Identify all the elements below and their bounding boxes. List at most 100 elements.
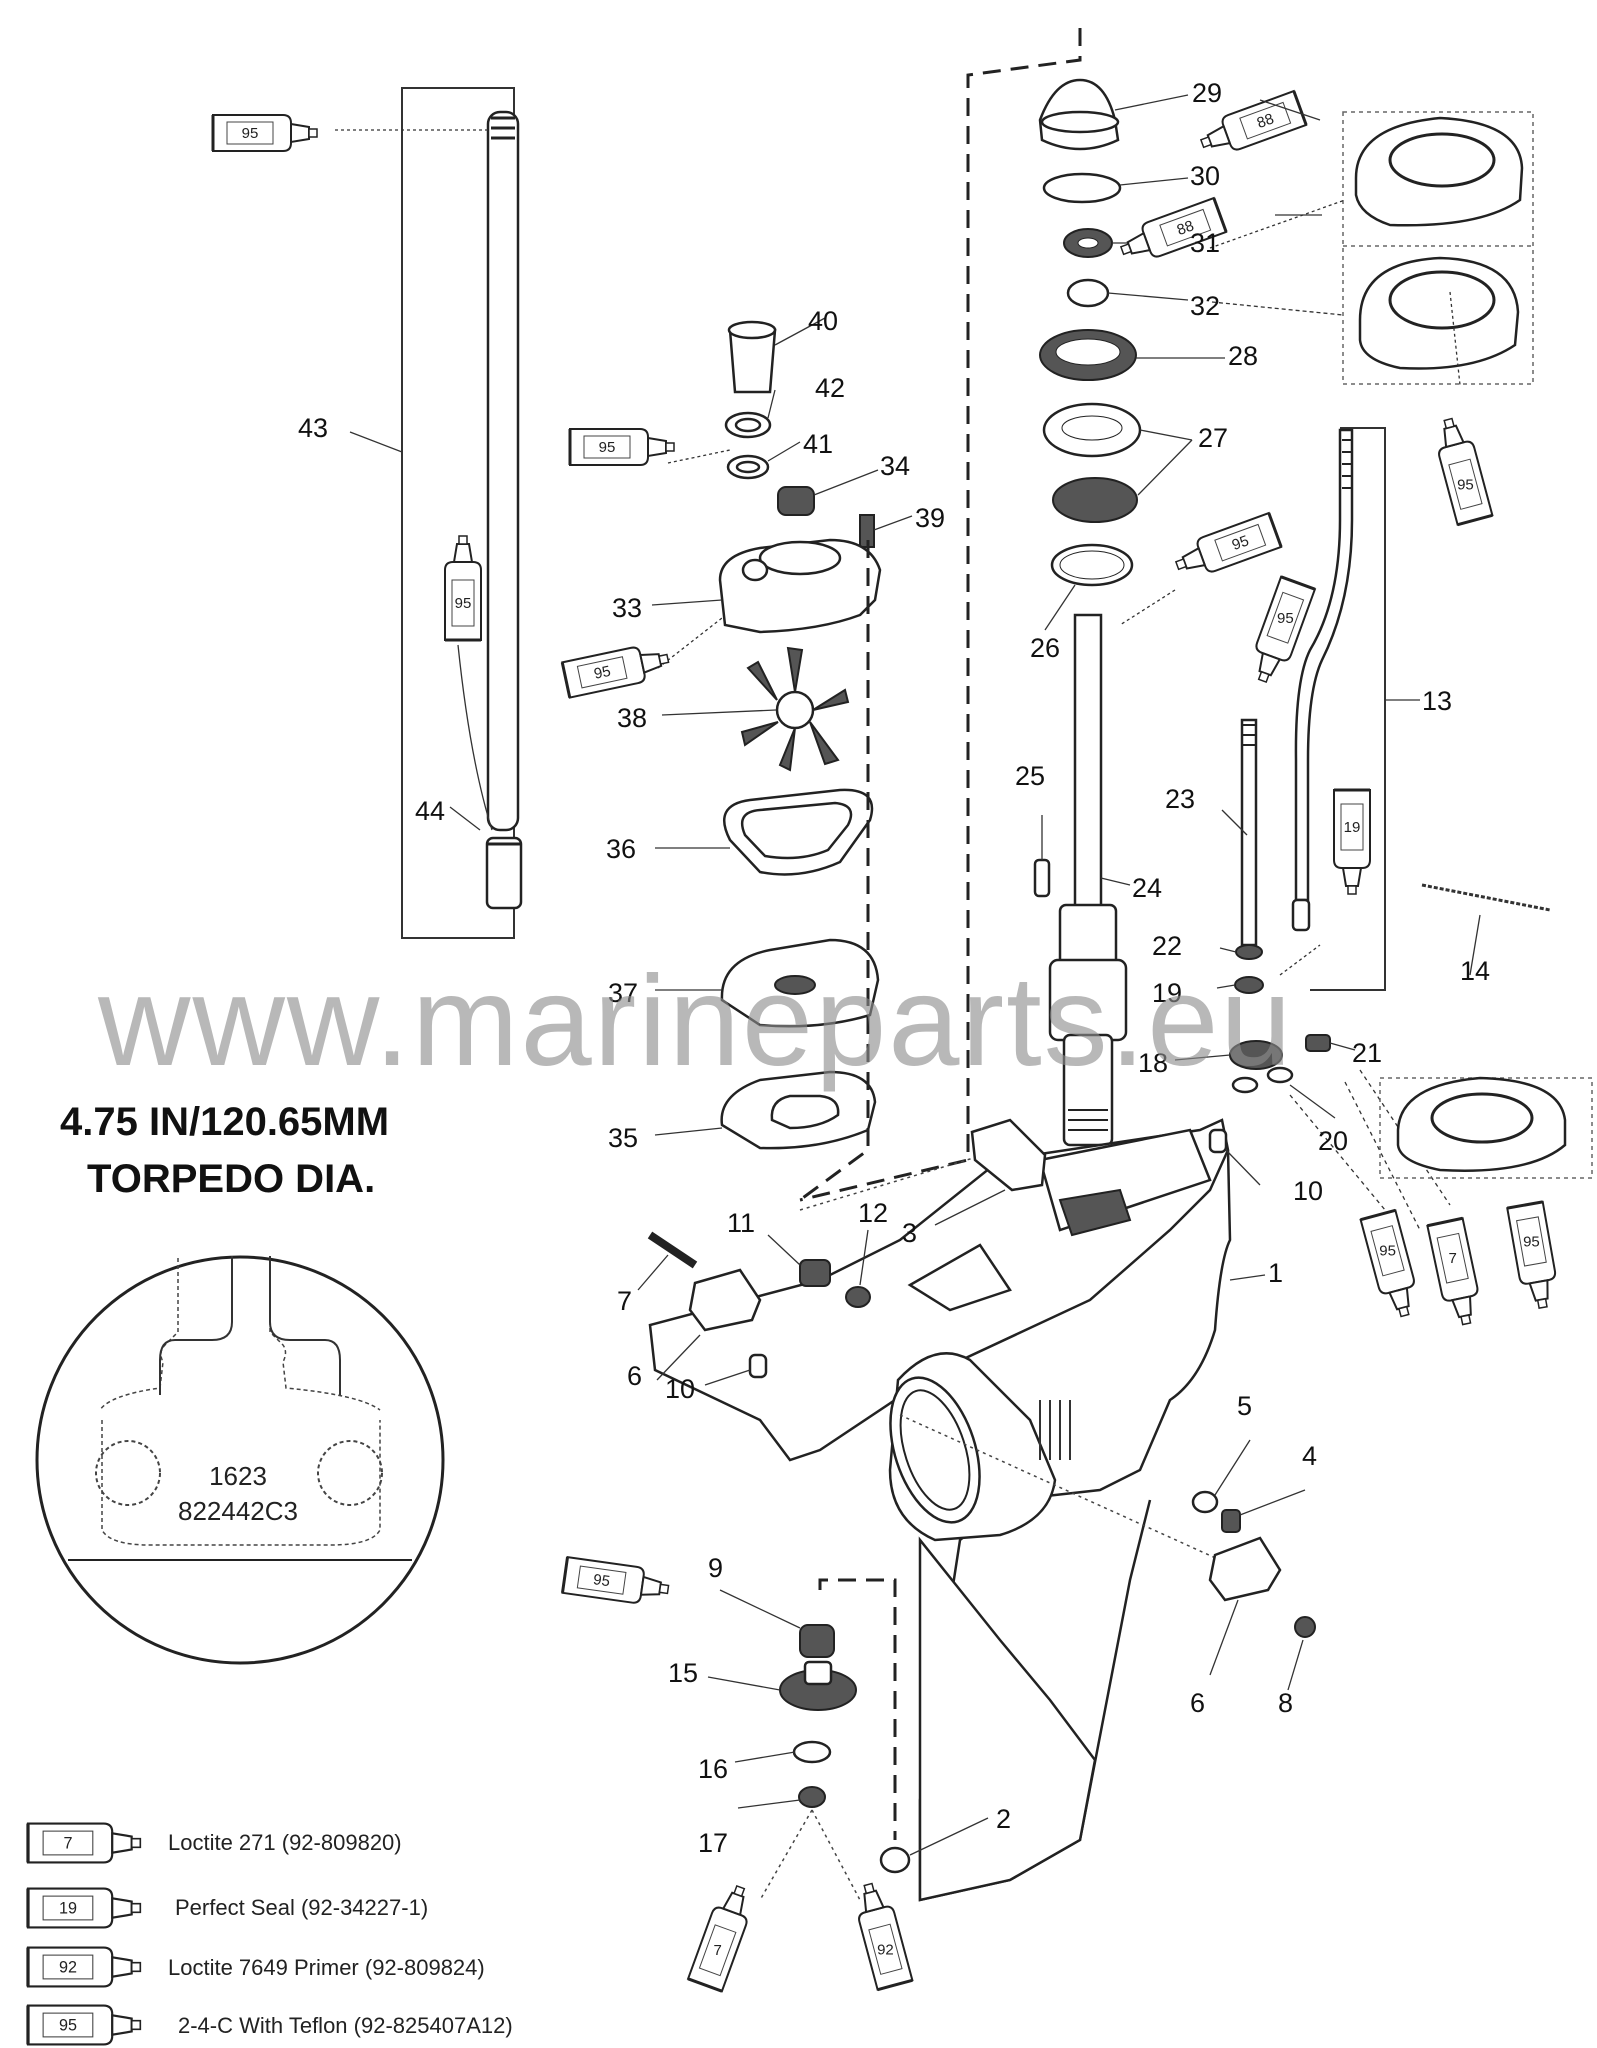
callout-19: 19 (1152, 978, 1182, 1008)
legend-code-19: 19 (59, 1899, 77, 1917)
callout-40: 40 (808, 306, 838, 336)
callout-34: 34 (880, 451, 910, 481)
shift-shaft-group (1174, 427, 1551, 1231)
callout-1: 1 (1268, 1258, 1283, 1288)
part-6-anode-b (1208, 1536, 1282, 1602)
part-7-screw (647, 1231, 698, 1269)
part-24-driveshaft (1073, 613, 1103, 922)
housing-hardware-group (637, 1118, 1316, 1874)
part-8-nut (1294, 1616, 1316, 1638)
legend-row-19: 19 (26, 1886, 142, 1930)
driveshaft-extension-group (335, 87, 523, 939)
tube-92: 92 (849, 1878, 914, 1992)
driveshaft-bearing-group (799, 28, 1225, 1202)
svg-text:88: 88 (1175, 217, 1196, 239)
part-3-bracket (970, 1118, 1047, 1192)
callout-4: 4 (1302, 1441, 1317, 1471)
plate-code-1: 1623 (209, 1461, 267, 1491)
tube-95-c: 95 (568, 427, 676, 467)
callout-16: 16 (698, 1754, 728, 1784)
svg-text:95: 95 (242, 125, 259, 142)
callout-43: 43 (298, 413, 328, 443)
part-14-wire (1421, 883, 1551, 912)
callout-17: 17 (698, 1828, 728, 1858)
part-38-impeller (740, 646, 850, 772)
watermark-text: www.marineparts.eu (97, 950, 1294, 1093)
svg-text:19: 19 (1344, 819, 1361, 836)
callout-32: 32 (1190, 291, 1220, 321)
callout-2: 2 (996, 1804, 1011, 1834)
svg-text:92: 92 (877, 1941, 894, 1958)
callout-6b: 6 (1190, 1688, 1205, 1718)
svg-text:95: 95 (599, 439, 616, 456)
part-25-key (1033, 858, 1051, 898)
callouts: 1 2 3 4 5 6 6 7 8 9 10 10 11 12 13 14 15… (298, 78, 1490, 1858)
svg-text:95: 95 (1523, 1233, 1540, 1250)
callout-21: 21 (1352, 1038, 1382, 1068)
water-pump-group (651, 317, 913, 1202)
legend-row-92: 92 (26, 1945, 142, 1989)
callout-31: 31 (1190, 228, 1220, 258)
tube-95-e: 95 (1169, 511, 1283, 584)
part-2-plug (879, 1846, 911, 1874)
tube-19: 19 (1332, 788, 1372, 896)
callout-41: 41 (803, 429, 833, 459)
callout-8: 8 (1278, 1688, 1293, 1718)
seal-detail-frame-top (1342, 111, 1534, 385)
part-32-shim (1066, 278, 1110, 308)
callout-36: 36 (606, 834, 636, 864)
gear-housing-group (648, 1118, 1266, 1902)
legend-row-95: 95 (26, 2003, 142, 2047)
callout-13: 13 (1422, 686, 1452, 716)
tube-7-a: 7 (1425, 1216, 1486, 1329)
svg-text:95: 95 (1277, 610, 1294, 627)
legend-row-7: 7 (26, 1821, 142, 1865)
torpedo-dia-line2: TORPEDO DIA. (87, 1157, 375, 1201)
part-16-washer (792, 1740, 832, 1764)
legend-code-95: 95 (59, 2016, 77, 2034)
callout-44: 44 (415, 796, 445, 826)
svg-text:7: 7 (713, 1942, 721, 1959)
part-30-oring (1042, 172, 1122, 204)
callout-27: 27 (1198, 423, 1228, 453)
part-17-nut (798, 1786, 826, 1808)
part-9-bearing (799, 1624, 835, 1658)
callout-7: 7 (617, 1286, 632, 1316)
part-34-seal (777, 486, 815, 516)
svg-text:95: 95 (1379, 1243, 1396, 1260)
tube-95-f: 95 (1244, 575, 1317, 689)
callout-37: 37 (608, 978, 638, 1008)
part-5-washer (1191, 1490, 1219, 1514)
legend-text-92: Loctite 7649 Primer (92-809824) (168, 1955, 485, 1980)
callout-22: 22 (1152, 931, 1182, 961)
callout-5: 5 (1237, 1391, 1252, 1421)
pinion-gear-group (707, 1589, 861, 1901)
callout-15: 15 (668, 1658, 698, 1688)
tube-95-j: 95 (560, 1555, 672, 1609)
torpedo-dia-label: 4.75 IN/120.65MM TORPEDO DIA. (60, 1100, 389, 1201)
tube-95-b: 95 (443, 534, 483, 642)
callout-25: 25 (1015, 761, 1045, 791)
callout-26: 26 (1030, 633, 1060, 663)
svg-text:7: 7 (1449, 1250, 1457, 1267)
callout-30: 30 (1190, 161, 1220, 191)
plate-code-2: 822442C3 (178, 1496, 298, 1526)
callout-35: 35 (608, 1123, 638, 1153)
tube-7-b: 7 (686, 1879, 759, 1993)
part-10-dowel (1208, 1128, 1228, 1154)
part-21-screw (1305, 1034, 1331, 1052)
callout-39: 39 (915, 503, 945, 533)
callout-29: 29 (1192, 78, 1222, 108)
tube-95-g: 95 (1429, 413, 1494, 527)
seal-detail-group (1209, 111, 1593, 1179)
callout-9: 9 (708, 1553, 723, 1583)
part-20-oring (1231, 1076, 1259, 1094)
svg-text:95: 95 (592, 663, 612, 683)
callout-12: 12 (858, 1198, 888, 1228)
part-4-screw (1221, 1509, 1241, 1533)
legend-text-95: 2-4-C With Teflon (92-825407A12) (178, 2013, 513, 2038)
callout-28: 28 (1228, 341, 1258, 371)
callout-38: 38 (617, 703, 647, 733)
part-10-dowel-b (748, 1353, 768, 1379)
